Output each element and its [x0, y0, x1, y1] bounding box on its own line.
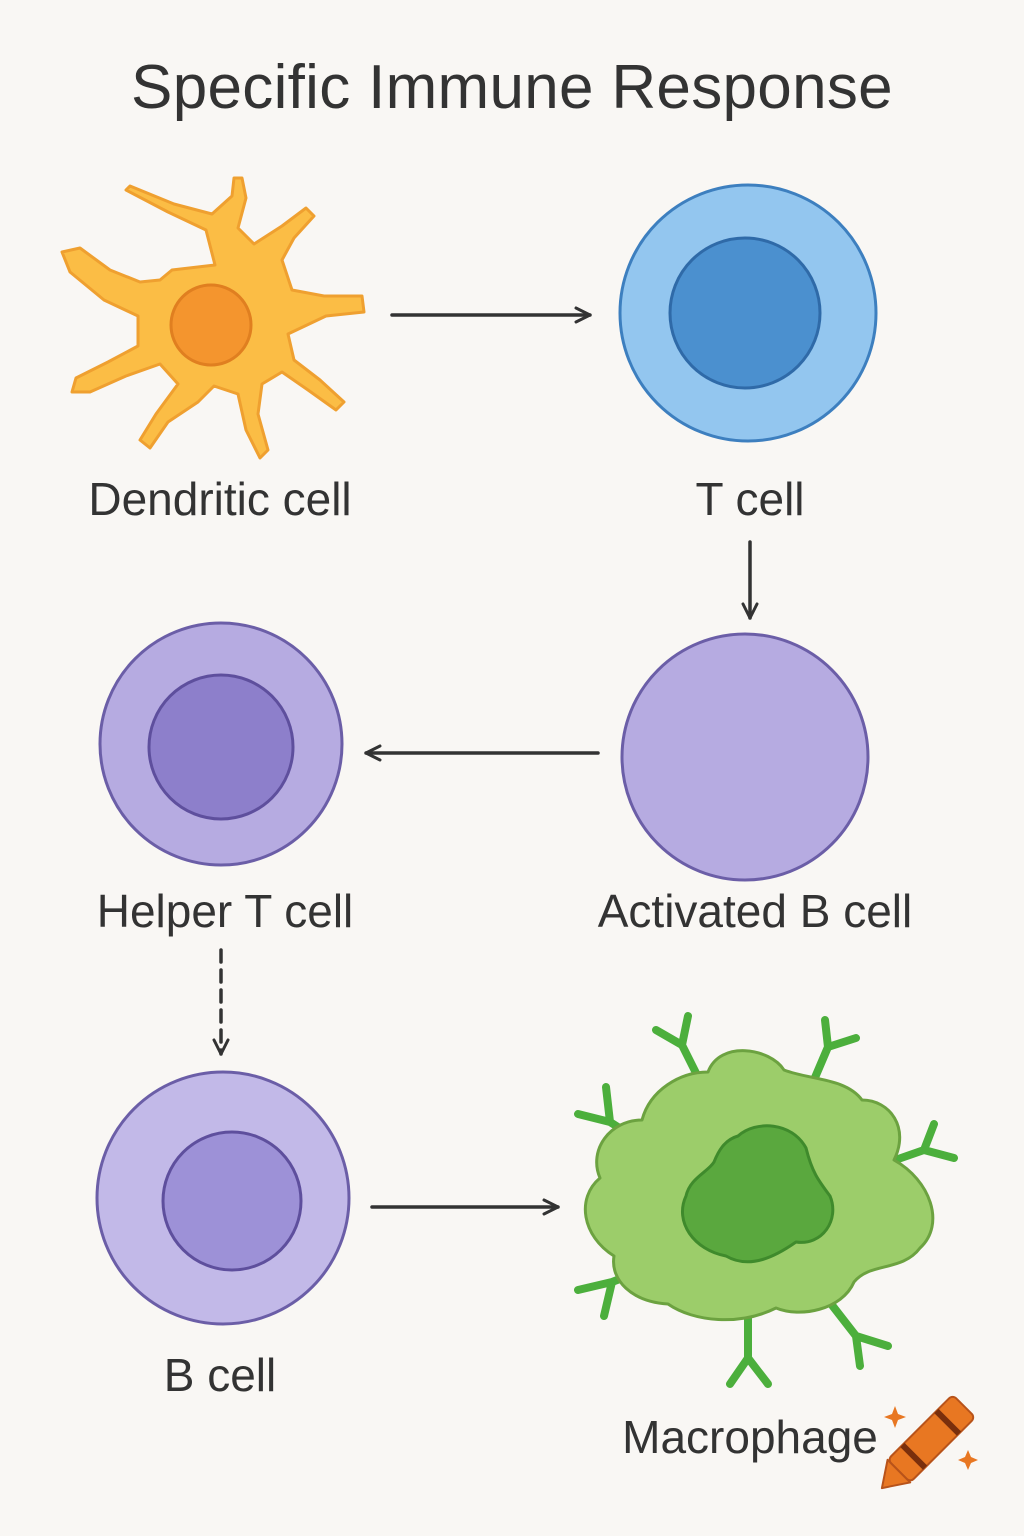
label-macrophage: Macrophage	[622, 1411, 878, 1463]
label-dendritic-cell: Dendritic cell	[88, 473, 352, 525]
macrophage	[574, 1012, 958, 1388]
label-activated-b-cell: Activated B cell	[597, 885, 913, 937]
label-b-cell: B cell	[163, 1349, 277, 1401]
t-cell	[618, 183, 878, 443]
label-helper-t-cell: Helper T cell	[96, 885, 354, 937]
label-t-cell: T cell	[695, 473, 805, 525]
b-cell	[95, 1070, 351, 1326]
activated-b-cell	[620, 632, 870, 882]
crayon-logo	[880, 1395, 978, 1490]
sparkle-icon	[884, 1406, 906, 1428]
diagram-title: Specific Immune Response	[131, 53, 893, 122]
sparkle-icon	[958, 1450, 978, 1470]
dendritic-cell	[60, 176, 366, 460]
helper-t-cell	[98, 621, 344, 867]
arrows	[212, 306, 759, 1216]
